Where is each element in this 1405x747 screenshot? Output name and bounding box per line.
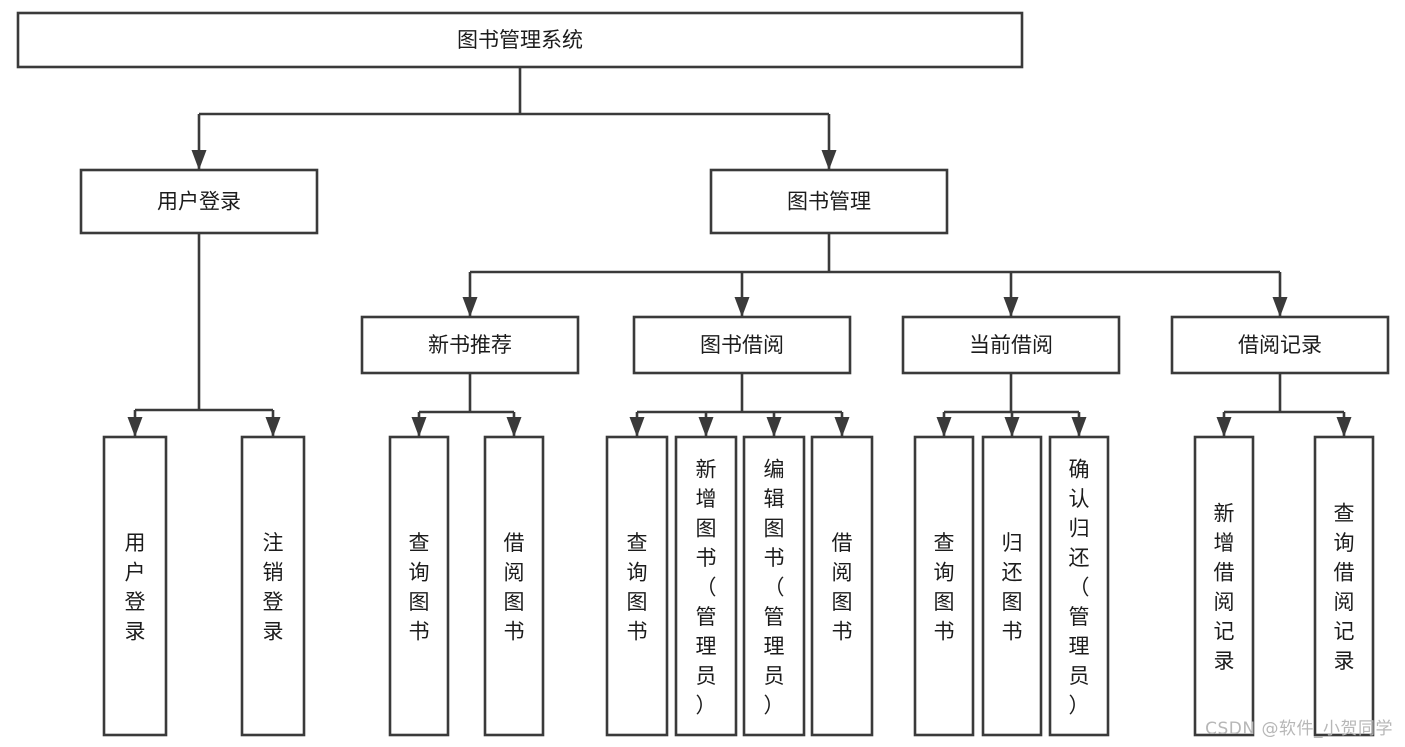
- arrow-head-icon: [191, 150, 207, 170]
- node-root-title-box[interactable]: [16, 11, 1024, 69]
- node-leaf-confirm-return[interactable]: 确认归还（管理员）: [1048, 435, 1110, 737]
- node-leaf-edit-book-label: 编辑图书（管理员）: [764, 457, 785, 717]
- node-leaf-query-book-rec[interactable]: 查询图书: [388, 435, 450, 737]
- arrow-head-icon: [1003, 297, 1019, 317]
- node-book-borrow[interactable]: 图书借阅: [632, 315, 852, 375]
- arrow-head-icon: [1071, 417, 1087, 437]
- arrow-head-icon: [127, 417, 143, 437]
- node-leaf-add-book-label: 新增图书（管理员）: [696, 457, 717, 717]
- node-leaf-query-book-cur[interactable]: 查询图书: [913, 435, 975, 737]
- node-book-manage[interactable]: 图书管理: [709, 168, 949, 235]
- node-leaf-add-book[interactable]: 新增图书（管理员）: [674, 435, 738, 737]
- node-leaf-query-book-borrow-label: 查询图书: [627, 531, 648, 644]
- node-leaf-confirm-return-box[interactable]: [1048, 435, 1110, 737]
- node-leaf-add-record-label: 新增借阅记录: [1214, 502, 1235, 674]
- node-leaf-query-record[interactable]: 查询借阅记录: [1313, 435, 1375, 737]
- arrow-head-icon: [766, 417, 782, 437]
- arrow-head-icon: [1336, 417, 1352, 437]
- node-leaf-user-login-label: 用户登录: [125, 531, 146, 644]
- arrow-head-icon: [1272, 297, 1288, 317]
- arrow-head-icon: [734, 297, 750, 317]
- node-leaf-query-record-label: 查询借阅记录: [1334, 502, 1355, 674]
- node-leaf-query-record-box[interactable]: [1313, 435, 1375, 737]
- node-root-title[interactable]: 图书管理系统: [16, 11, 1024, 69]
- arrow-head-icon: [1216, 417, 1232, 437]
- node-leaf-logout-label: 注销登录: [263, 531, 284, 644]
- node-user-login-label: 用户登录: [157, 190, 241, 214]
- node-current-borrow-label: 当前借阅: [969, 333, 1053, 357]
- arrow-head-icon: [506, 417, 522, 437]
- arrow-head-icon: [698, 417, 714, 437]
- node-book-manage-box[interactable]: [709, 168, 949, 235]
- arrow-head-icon: [834, 417, 850, 437]
- node-leaf-query-book-rec-label: 查询图书: [409, 531, 430, 644]
- node-leaf-borrow-book-label: 借阅图书: [832, 531, 853, 644]
- node-leaf-add-record[interactable]: 新增借阅记录: [1193, 435, 1255, 737]
- node-borrow-record[interactable]: 借阅记录: [1170, 315, 1390, 375]
- node-leaf-confirm-return-label: 确认归还（管理员）: [1069, 457, 1090, 717]
- watermark-text: CSDN @软件_小贺同学: [1205, 719, 1393, 739]
- nodes-layer: 图书管理系统用户登录图书管理新书推荐图书借阅当前借阅借阅记录用户登录注销登录查询…: [16, 11, 1390, 737]
- arrow-head-icon: [411, 417, 427, 437]
- node-leaf-borrow-book-rec-label: 借阅图书: [504, 531, 525, 644]
- node-borrow-record-label: 借阅记录: [1238, 333, 1322, 357]
- node-current-borrow-box[interactable]: [901, 315, 1121, 375]
- node-leaf-query-book-borrow-box[interactable]: [605, 435, 669, 737]
- node-book-manage-label: 图书管理: [787, 190, 871, 214]
- node-new-book-recommend-label: 新书推荐: [428, 333, 512, 357]
- node-leaf-return-book-label: 归还图书: [1002, 531, 1023, 644]
- node-leaf-query-book-rec-box[interactable]: [388, 435, 450, 737]
- arrow-head-icon: [936, 417, 952, 437]
- node-leaf-borrow-book[interactable]: 借阅图书: [810, 435, 874, 737]
- arrow-head-icon: [265, 417, 281, 437]
- node-borrow-record-box[interactable]: [1170, 315, 1390, 375]
- node-current-borrow[interactable]: 当前借阅: [901, 315, 1121, 375]
- node-leaf-logout[interactable]: 注销登录: [240, 435, 306, 737]
- node-leaf-user-login[interactable]: 用户登录: [102, 435, 168, 737]
- node-leaf-query-book-borrow[interactable]: 查询图书: [605, 435, 669, 737]
- arrow-head-icon: [629, 417, 645, 437]
- arrow-head-icon: [1004, 417, 1020, 437]
- node-leaf-edit-book-box[interactable]: [742, 435, 806, 737]
- node-leaf-logout-box[interactable]: [240, 435, 306, 737]
- node-leaf-return-book-box[interactable]: [981, 435, 1043, 737]
- node-leaf-add-book-box[interactable]: [674, 435, 738, 737]
- node-leaf-borrow-book-box[interactable]: [810, 435, 874, 737]
- node-leaf-borrow-book-rec-box[interactable]: [483, 435, 545, 737]
- node-leaf-query-book-cur-label: 查询图书: [934, 531, 955, 644]
- node-leaf-add-record-box[interactable]: [1193, 435, 1255, 737]
- connectors-layer: [127, 67, 1352, 437]
- node-new-book-recommend-box[interactable]: [360, 315, 580, 375]
- node-leaf-borrow-book-rec[interactable]: 借阅图书: [483, 435, 545, 737]
- arrow-head-icon: [821, 150, 837, 170]
- node-leaf-query-book-cur-box[interactable]: [913, 435, 975, 737]
- node-leaf-edit-book[interactable]: 编辑图书（管理员）: [742, 435, 806, 737]
- node-user-login-box[interactable]: [79, 168, 319, 235]
- node-leaf-return-book[interactable]: 归还图书: [981, 435, 1043, 737]
- node-book-borrow-box[interactable]: [632, 315, 852, 375]
- node-leaf-user-login-box[interactable]: [102, 435, 168, 737]
- node-book-borrow-label: 图书借阅: [700, 333, 784, 357]
- node-user-login[interactable]: 用户登录: [79, 168, 319, 235]
- arrow-head-icon: [462, 297, 478, 317]
- node-root-title-label: 图书管理系统: [457, 28, 583, 52]
- node-new-book-recommend[interactable]: 新书推荐: [360, 315, 580, 375]
